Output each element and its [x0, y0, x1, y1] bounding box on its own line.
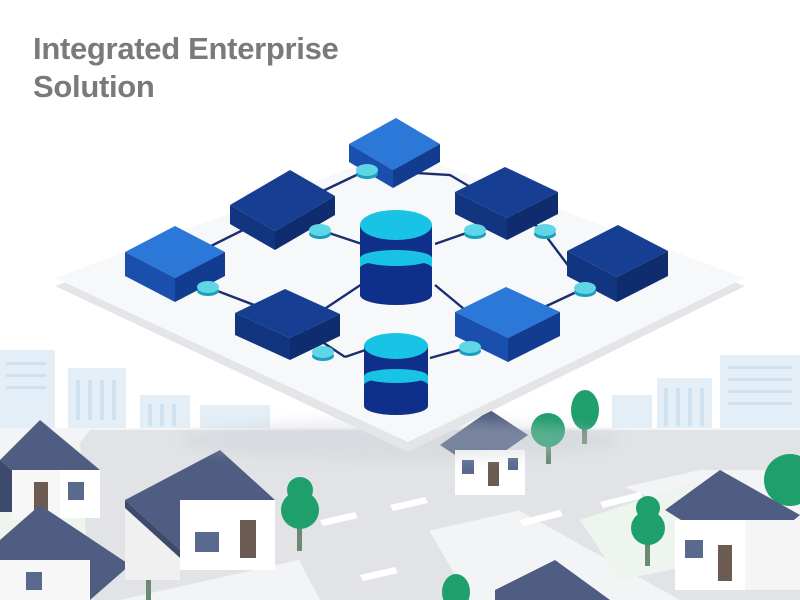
- connector-dot-icon: [459, 341, 481, 356]
- connector-dot-icon: [534, 224, 556, 239]
- title-line-2: Solution: [33, 69, 155, 104]
- city-background: [0, 350, 800, 600]
- server-block-icon: [455, 287, 560, 362]
- database-icon: [364, 333, 428, 415]
- connector-dots: [197, 164, 596, 361]
- title-line-1: Integrated Enterprise: [33, 31, 339, 66]
- skyline-building: [140, 395, 190, 430]
- house-icon: [495, 560, 610, 600]
- server-block-icon: [125, 226, 225, 302]
- tree-icon: [442, 574, 470, 600]
- database-icon: [360, 210, 432, 305]
- house-icon: [665, 470, 800, 590]
- connector-dot-icon: [356, 164, 378, 179]
- databases: [360, 210, 432, 415]
- skyline-windows: [6, 362, 792, 426]
- connector-dot-icon: [312, 346, 334, 361]
- tree-icon: [281, 477, 319, 551]
- server-block-icon: [455, 167, 558, 240]
- server-block-icon: [235, 289, 340, 360]
- house-icon: [0, 505, 130, 600]
- road-markings: [320, 492, 643, 581]
- connector-dot-icon: [197, 281, 219, 296]
- connector-dot-icon: [464, 224, 486, 239]
- connector-dot-icon: [574, 282, 596, 297]
- tree-icon: [631, 496, 665, 566]
- server-block-icon: [230, 170, 335, 250]
- connector-dot-icon: [309, 224, 331, 239]
- house-icon: [0, 420, 100, 520]
- server-block-icon: [567, 225, 668, 302]
- tree-icon: [764, 454, 800, 506]
- page-title: Integrated Enterprise Solution: [33, 30, 339, 106]
- house-icon: [125, 450, 275, 580]
- server-blocks: [125, 118, 668, 362]
- skyline-building: [612, 395, 652, 430]
